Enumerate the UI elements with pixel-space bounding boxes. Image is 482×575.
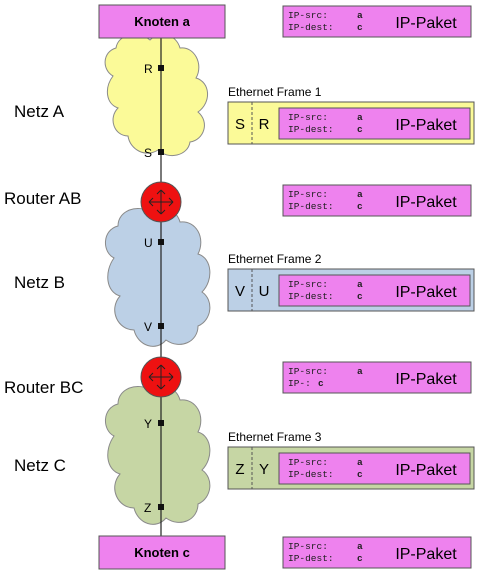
packet-dst-value: c: [357, 291, 363, 302]
router-ab: [140, 181, 182, 223]
packet-title: IP-Paket: [395, 371, 457, 388]
network-b-label: Netz B: [14, 273, 65, 292]
node-c-label: Knoten c: [134, 545, 190, 560]
packet-src-value: a: [357, 366, 363, 377]
packet-src-value: a: [357, 541, 363, 552]
router-arrows-icon: [148, 364, 174, 390]
packet-dst-label: IP-:: [288, 378, 311, 389]
frame-mac-src: U: [259, 283, 270, 300]
packet-dst-value: c: [318, 378, 324, 389]
port-label-r: R: [144, 62, 153, 76]
network-b-cloud: [105, 207, 211, 347]
packet-src-label: IP-src:: [288, 112, 328, 123]
router-arrows-icon: [148, 189, 174, 215]
port-label-y: Y: [144, 417, 152, 431]
packet-src-label: IP-src:: [288, 366, 328, 377]
packet-title: IP-Paket: [395, 194, 457, 211]
packet-dst-value: c: [357, 124, 363, 135]
packet-title: IP-Paket: [395, 462, 457, 479]
packet-dst-label: IP-dest:: [288, 124, 334, 135]
packet-title: IP-Paket: [395, 15, 457, 32]
packet-src-label: IP-src:: [288, 457, 328, 468]
packet-src-value: a: [357, 10, 363, 21]
packet-src-label: IP-src:: [288, 10, 328, 21]
network-a-cloud: [104, 33, 208, 157]
packet-dst-value: c: [357, 469, 363, 480]
port-label-v: V: [144, 320, 152, 334]
network-a-label: Netz A: [14, 102, 65, 121]
packet-src-value: a: [357, 189, 363, 200]
network-c-cloud: [105, 385, 211, 525]
packet-title: IP-Paket: [395, 546, 457, 563]
packet-dst-value: c: [357, 553, 363, 564]
ip-packet-3: IP-src: a IP-dest: c IP-Paket: [282, 184, 472, 217]
frame-mac-dst: V: [235, 283, 245, 300]
packet-dst-label: IP-dest:: [288, 553, 334, 564]
frame-title: Ethernet Frame 1: [228, 85, 322, 99]
ip-packet-4: IP-src: a IP-dest: c IP-Paket: [278, 274, 471, 307]
port-label-s: S: [144, 146, 152, 160]
packet-dst-label: IP-dest:: [288, 201, 334, 212]
port-label-z: Z: [144, 501, 151, 515]
router-bc: [140, 356, 182, 398]
packet-src-value: a: [357, 457, 363, 468]
packet-dst-value: c: [357, 201, 363, 212]
frame-mac-src: R: [259, 116, 270, 133]
frame-mac-src: Y: [259, 461, 269, 478]
packet-dst-value: c: [357, 22, 363, 33]
router-ab-label: Router AB: [4, 189, 82, 208]
packet-title: IP-Paket: [395, 284, 457, 301]
packet-dst-label: IP-dest:: [288, 469, 334, 480]
packet-src-label: IP-src:: [288, 541, 328, 552]
packet-src-value: a: [357, 112, 363, 123]
network-c-label: Netz C: [14, 456, 66, 475]
packet-title: IP-Paket: [395, 117, 457, 134]
packet-dst-label: IP-dest:: [288, 22, 334, 33]
frame-title: Ethernet Frame 2: [228, 252, 322, 266]
packet-src-label: IP-src:: [288, 189, 328, 200]
ip-packet-5: IP-src: a IP-: c IP-Paket: [282, 361, 472, 394]
router-bc-label: Router BC: [4, 378, 83, 397]
packet-src-value: a: [357, 279, 363, 290]
port-label-u: U: [144, 236, 153, 250]
frame-mac-dst: Z: [235, 461, 244, 478]
frame-mac-dst: S: [235, 116, 245, 133]
ip-packet-1: IP-src: a IP-dest: c IP-Paket: [282, 5, 472, 38]
ip-packet-7: IP-src: a IP-dest: c IP-Paket: [282, 536, 472, 569]
node-a: Knoten a: [98, 4, 226, 39]
ip-packet-2: IP-src: a IP-dest: c IP-Paket: [278, 107, 471, 140]
frame-title: Ethernet Frame 3: [228, 430, 322, 444]
node-c: Knoten c: [98, 535, 226, 570]
node-a-label: Knoten a: [134, 14, 190, 29]
packet-src-label: IP-src:: [288, 279, 328, 290]
packet-dst-label: IP-dest:: [288, 291, 334, 302]
ip-packet-6: IP-src: a IP-dest: c IP-Paket: [278, 452, 471, 485]
